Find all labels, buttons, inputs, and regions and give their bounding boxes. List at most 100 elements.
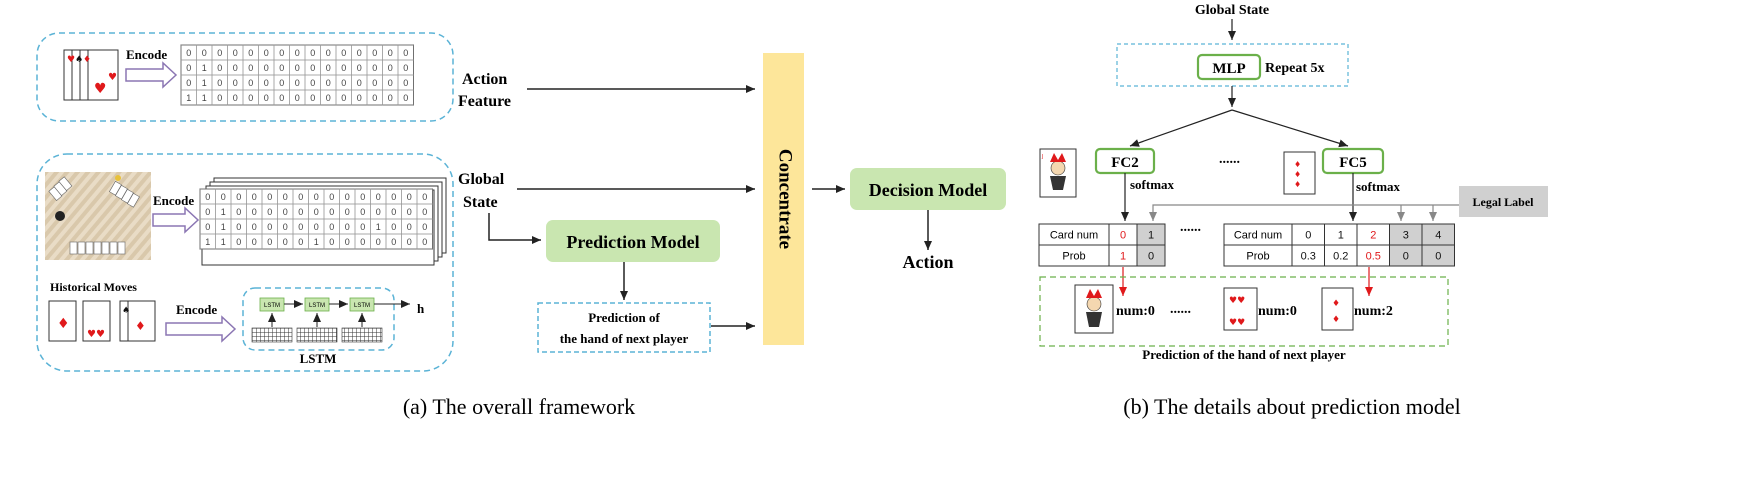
matrix-cell-value: 0 (326, 78, 331, 88)
decision-model-box (850, 168, 1006, 210)
matrix-cell-value: 0 (357, 93, 362, 103)
softmax-label-2: softmax (1356, 179, 1401, 194)
matrix-cell-value: 0 (264, 63, 269, 73)
svg-text:♠: ♠ (75, 55, 83, 65)
table-row-label: Prob (1246, 251, 1269, 263)
b-prediction-box (1039, 276, 1449, 347)
matrix-cell-value: 1 (221, 237, 226, 247)
global-label: Global (458, 171, 505, 188)
svg-text:♦: ♦ (1294, 180, 1301, 189)
matrix-cell-value: 0 (217, 78, 222, 88)
lstm-chain: LSTM LSTM LSTM (251, 297, 410, 343)
matrix-cell-value: 1 (205, 237, 210, 247)
matrix-cell-value: 0 (391, 237, 396, 247)
matrix-cell-value: 0 (372, 78, 377, 88)
matrix-cell-value: 0 (248, 48, 253, 58)
matrix-cell-value: 0 (264, 93, 269, 103)
table-cell (1136, 244, 1166, 267)
svg-text:J: J (1041, 154, 1043, 160)
matrix-cell-value: 0 (233, 78, 238, 88)
matrix-cell-value: 0 (283, 237, 288, 247)
matrix-cell-value: 0 (345, 192, 350, 202)
decision-model-label: Decision Model (869, 180, 988, 200)
matrix-cell-value: 0 (345, 237, 350, 247)
diamond-card-icon: ♦ ♦ ♦ (1283, 151, 1316, 195)
svg-text:♠: ♠ (122, 306, 130, 316)
prediction-output-line1: Prediction of (588, 310, 660, 325)
matrix-cell-value: 1 (202, 63, 207, 73)
matrix-cell-value: 0 (295, 78, 300, 88)
historical-moves-label: Historical Moves (50, 280, 137, 294)
pred-diamond-card-icon: ♦ ♦ (1321, 287, 1354, 331)
matrix-cell-value: 0 (329, 222, 334, 232)
matrix-cell-value: 0 (388, 48, 393, 58)
b-global-state-label: Global State (1195, 3, 1269, 18)
legal-label-box (1459, 186, 1548, 217)
matrix-cell-value: 0 (407, 207, 412, 217)
matrix-cell-value: 0 (248, 63, 253, 73)
matrix-cell-value: 1 (202, 93, 207, 103)
matrix-cell-value: 0 (407, 222, 412, 232)
matrix-cell-value: 0 (372, 93, 377, 103)
matrix-cell-value: 1 (376, 222, 381, 232)
matrix-cell-value: 0 (267, 192, 272, 202)
matrix-cell-value: 0 (295, 93, 300, 103)
matrix-cell-value: 0 (310, 78, 315, 88)
global-state-box (36, 153, 454, 372)
matrix-cell-value: 0 (372, 48, 377, 58)
matrix-cell-value: 0 (422, 237, 427, 247)
matrix-cell-value: 0 (202, 48, 207, 58)
matrix-cell-value: 0 (360, 192, 365, 202)
matrix-cell-value: 0 (422, 192, 427, 202)
action-output-label: Action (903, 252, 954, 272)
matrix-cell-value: 0 (329, 207, 334, 217)
prediction-model-label: Prediction Model (566, 232, 699, 252)
matrix-cell-value: 0 (252, 237, 257, 247)
table-cell-value: 0 (1305, 230, 1311, 242)
fc2-label: FC2 (1111, 155, 1139, 171)
table-cell-value: 4 (1435, 230, 1441, 242)
caption-b: (b) The details about prediction model (1123, 394, 1460, 419)
caption-a: (a) The overall framework (403, 394, 635, 419)
matrix-cell-value: 1 (221, 222, 226, 232)
matrix-cell-value: 0 (279, 78, 284, 88)
matrix-cell-value: 0 (310, 93, 315, 103)
table-cell-value: 3 (1403, 230, 1409, 242)
svg-text:♥: ♥ (67, 55, 75, 65)
concentrate-label: Concentrate (775, 149, 796, 249)
matrix-cell-value: 0 (314, 222, 319, 232)
matrix-cell-value: 0 (283, 222, 288, 232)
matrix-cell-value: 0 (310, 48, 315, 58)
matrix-cell-value: 0 (403, 48, 408, 58)
matrix-cell-value: 0 (248, 93, 253, 103)
matrix-cell-value: 0 (236, 207, 241, 217)
matrix-cell-value: 0 (357, 63, 362, 73)
matrix-cell-value: 0 (422, 207, 427, 217)
matrix-cell-value: 0 (341, 63, 346, 73)
historical-cards-icon: ♦ ♥♥ ♠ ♦ (48, 300, 156, 342)
matrix-cell-value: 0 (264, 48, 269, 58)
matrix-cell-value: 0 (217, 63, 222, 73)
matrix-cell-value: 0 (391, 207, 396, 217)
fc5-label: FC5 (1339, 155, 1367, 171)
matrix-cell-value: 0 (403, 78, 408, 88)
encode-arrow-2 (152, 206, 200, 234)
matrix-cell-value: 0 (267, 222, 272, 232)
lstm-box (242, 287, 395, 351)
matrix-cell-value: 0 (391, 192, 396, 202)
pred-heart-card-icon: ♥♥ ♥♥ (1223, 287, 1258, 331)
table-cell-value: 1 (1338, 230, 1344, 242)
matrix-cell-value: 0 (360, 222, 365, 232)
matrix-cell-value: 0 (279, 48, 284, 58)
matrix-cell-value: 0 (221, 192, 226, 202)
action-feature-box (36, 32, 454, 122)
matrix-cell-value: 0 (326, 48, 331, 58)
matrix-cell-value: 0 (329, 192, 334, 202)
svg-text:♦: ♦ (83, 55, 91, 65)
lstm-h-label: h (417, 301, 425, 316)
matrix-cell-value: 0 (267, 237, 272, 247)
matrix-cell-value: 0 (205, 192, 210, 202)
matrix-cell-value: 0 (388, 93, 393, 103)
matrix-cell-value: 0 (391, 222, 396, 232)
